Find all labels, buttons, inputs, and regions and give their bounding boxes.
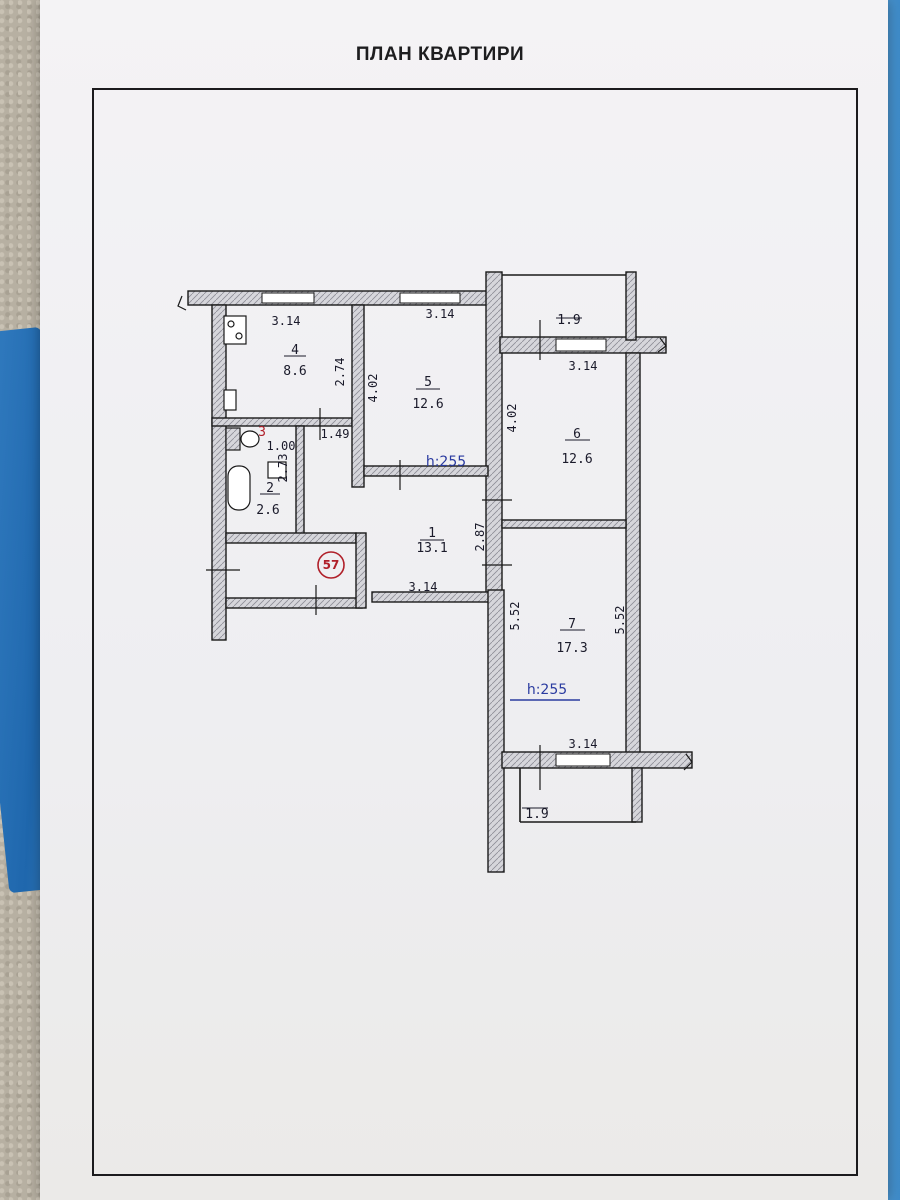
dim-room5-length: 4.02 bbox=[366, 374, 380, 403]
room-6-area: 12.6 bbox=[561, 452, 592, 467]
balcony-top-area: 1.9 bbox=[557, 313, 580, 328]
stove-burner-icon bbox=[227, 320, 235, 328]
window-room6 bbox=[555, 338, 607, 352]
room-1-area: 13.1 bbox=[416, 541, 447, 556]
toilet-icon bbox=[240, 430, 260, 448]
riser-icon bbox=[225, 427, 241, 451]
corridor-top-wall bbox=[225, 532, 357, 544]
fixtures bbox=[223, 315, 287, 511]
dim-room7-length-right: 5.52 bbox=[613, 606, 627, 635]
plan-frame bbox=[92, 88, 858, 1176]
bath-right-wall bbox=[295, 425, 305, 537]
dim-room7-width: 3.14 bbox=[569, 737, 598, 751]
room-3-number: 3 bbox=[258, 425, 266, 440]
room-2-number: 2 bbox=[266, 481, 274, 496]
room-7-area: 17.3 bbox=[556, 641, 587, 656]
window-room5 bbox=[399, 292, 461, 304]
sink-icon bbox=[223, 389, 237, 411]
room-3-area: 1.00 bbox=[267, 439, 296, 453]
room-1-number: 1 bbox=[428, 526, 436, 541]
corridor-bottom-wall bbox=[225, 597, 363, 609]
washbasin-icon bbox=[267, 461, 287, 479]
dim-wc-width: 1.49 bbox=[321, 427, 350, 441]
windows bbox=[261, 292, 611, 767]
room-6-number: 6 bbox=[573, 427, 581, 442]
balcony-bottom-outline bbox=[519, 768, 636, 823]
room6-bottom-wall bbox=[501, 519, 627, 529]
dim-bath-length: 2.73 bbox=[276, 454, 290, 483]
corridor-right-wall bbox=[355, 532, 367, 609]
balcony-outlines bbox=[502, 274, 636, 823]
door-marks bbox=[206, 320, 541, 790]
balcony-bottom-area: 1.9 bbox=[525, 807, 548, 822]
room-number-bars bbox=[260, 317, 590, 809]
room5-bottom-wall bbox=[363, 465, 489, 477]
balcony-top-right-wall bbox=[625, 271, 637, 341]
break-ticks bbox=[177, 295, 693, 771]
dim-room7-length-left: 5.52 bbox=[508, 602, 522, 631]
central-wall-lower bbox=[487, 589, 505, 873]
right-wall bbox=[625, 352, 641, 754]
room5-left-wall bbox=[351, 304, 365, 488]
balcony-bottom-right-wall bbox=[631, 767, 643, 823]
break-tick bbox=[657, 337, 667, 353]
dim-room6-width: 3.14 bbox=[569, 359, 598, 373]
room-4-area: 8.6 bbox=[283, 364, 306, 379]
stove-burner-icon bbox=[235, 332, 243, 340]
room-4-number: 4 bbox=[291, 343, 299, 358]
room-2-area: 2.6 bbox=[256, 503, 279, 518]
dim-room4-length: 2.74 bbox=[333, 358, 347, 387]
room-5-area: 12.6 bbox=[412, 397, 443, 412]
kitchen-bottom-wall bbox=[211, 417, 353, 427]
dim-room5-width: 3.14 bbox=[426, 307, 455, 321]
apartment-number-circle bbox=[317, 551, 345, 579]
apartment-number: 57 bbox=[323, 558, 340, 572]
bathtub-icon bbox=[227, 465, 251, 511]
central-wall-upper bbox=[485, 271, 503, 601]
ceiling-height-label: h:255 bbox=[527, 682, 567, 698]
page-title: ПЛАН КВАРТИРИ bbox=[355, 44, 525, 65]
stove-icon bbox=[223, 315, 247, 345]
walls bbox=[187, 271, 693, 873]
dim-hall-width: 3.14 bbox=[409, 580, 438, 594]
left-wall bbox=[211, 304, 227, 641]
dim-room4-width: 3.14 bbox=[272, 314, 301, 328]
room-7-number: 7 bbox=[568, 617, 576, 632]
break-tick bbox=[683, 753, 693, 771]
break-tick bbox=[177, 295, 187, 311]
window-kitchen bbox=[261, 292, 315, 304]
room-5-number: 5 bbox=[424, 375, 432, 390]
window-room7 bbox=[555, 753, 611, 767]
ceiling-height-label: h:255 bbox=[426, 454, 466, 470]
dim-room6-length: 4.02 bbox=[505, 404, 519, 433]
dim-hall-length: 2.87 bbox=[473, 523, 487, 552]
